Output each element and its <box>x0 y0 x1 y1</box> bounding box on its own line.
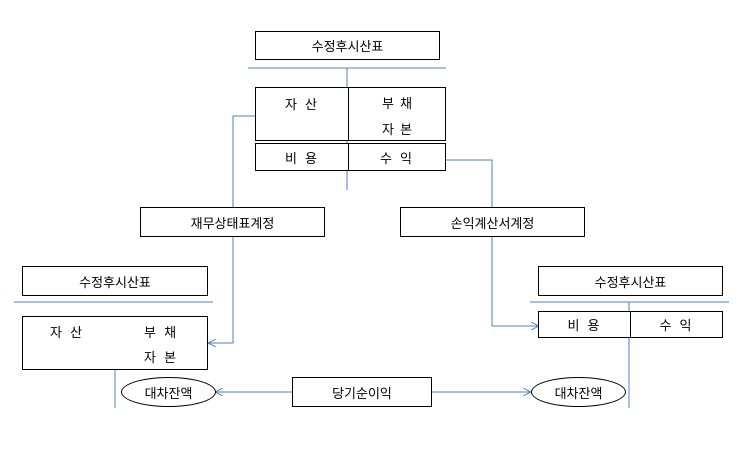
top-equity-label: 자 본 <box>382 123 414 138</box>
income-statement-account-box: 손익계산서계정 <box>400 207 585 237</box>
left-account-cell <box>22 316 208 370</box>
top-liability-label: 부 채 <box>382 97 414 112</box>
top-expense-cell: 비 용 <box>255 143 349 171</box>
top-trial-balance-title: 수정후시산표 <box>255 31 440 60</box>
right-expense-cell: 비 용 <box>538 311 631 338</box>
right-revenue-cell: 수 익 <box>630 311 723 338</box>
left-trial-balance-title: 수정후시산표 <box>22 266 208 296</box>
left-asset-label: 자 산 <box>50 326 85 341</box>
left-equity-label: 자 본 <box>144 351 179 366</box>
left-liability-label: 부 채 <box>144 326 179 341</box>
net-income-box: 당기순이익 <box>292 377 432 407</box>
balance-sheet-account-box: 재무상태표계정 <box>140 207 325 237</box>
top-revenue-cell: 수 익 <box>348 143 446 171</box>
top-liability-equity-cell <box>348 87 446 141</box>
revenue-to-right-arrow <box>446 159 538 326</box>
left-balance-ellipse: 대차잔액 <box>121 377 216 407</box>
top-asset-cell: 자 산 <box>255 87 349 141</box>
right-trial-balance-title: 수정후시산표 <box>538 266 723 296</box>
right-balance-ellipse: 대차잔액 <box>531 377 626 407</box>
